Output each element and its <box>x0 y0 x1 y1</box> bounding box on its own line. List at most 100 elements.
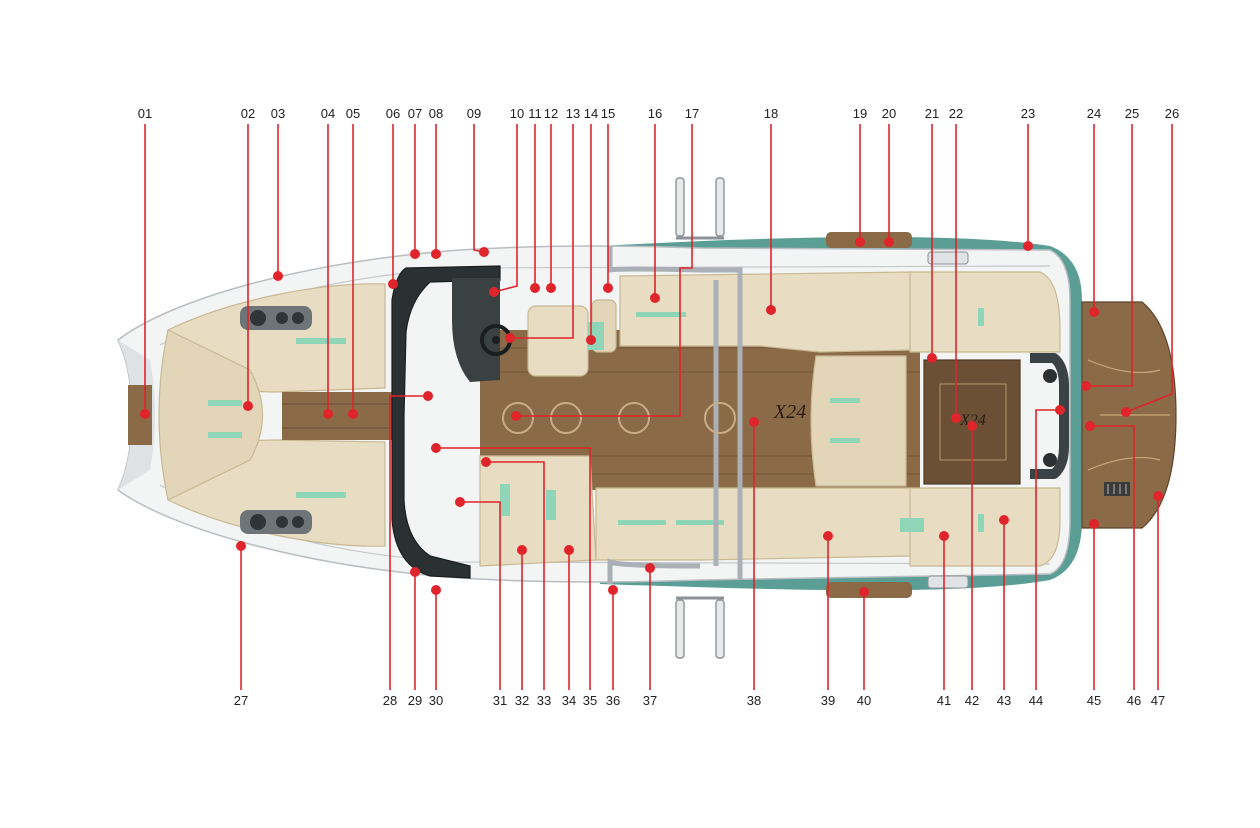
top-label-11: 11 <box>528 106 542 121</box>
top-label-25: 25 <box>1125 106 1139 121</box>
bottom-label-44: 44 <box>1029 693 1043 708</box>
bottom-marker-37 <box>645 563 655 573</box>
top-label-01: 01 <box>138 106 152 121</box>
top-marker-07 <box>410 249 420 259</box>
bottom-marker-34 <box>564 545 574 555</box>
bottom-label-32: 32 <box>515 693 529 708</box>
top-label-07: 07 <box>408 106 422 121</box>
top-marker-12 <box>546 283 556 293</box>
top-label-22: 22 <box>949 106 963 121</box>
top-marker-19 <box>855 237 865 247</box>
bottom-marker-38 <box>749 417 759 427</box>
bottom-label-29: 29 <box>408 693 422 708</box>
center-lounge-mint-2 <box>618 520 666 525</box>
bottom-marker-45 <box>1089 519 1099 529</box>
top-label-21: 21 <box>925 106 939 121</box>
top-label-06: 06 <box>386 106 400 121</box>
top-leader-09 <box>474 124 484 252</box>
top-label-12: 12 <box>544 106 558 121</box>
top-marker-24 <box>1089 307 1099 317</box>
aft-mint-4 <box>978 514 984 532</box>
bottom-label-42: 42 <box>965 693 979 708</box>
bottom-marker-39 <box>823 531 833 541</box>
top-label-16: 16 <box>648 106 662 121</box>
top-label-15: 15 <box>601 106 615 121</box>
top-label-24: 24 <box>1087 106 1101 121</box>
bottom-marker-42 <box>967 421 977 431</box>
top-label-08: 08 <box>429 106 443 121</box>
bottom-marker-40 <box>859 587 869 597</box>
bottom-marker-36 <box>608 585 618 595</box>
top-label-20: 20 <box>882 106 896 121</box>
bottom-label-34: 34 <box>562 693 576 708</box>
top-label-03: 03 <box>271 106 285 121</box>
bottom-label-28: 28 <box>383 693 397 708</box>
bottom-marker-43 <box>999 515 1009 525</box>
top-marker-20 <box>884 237 894 247</box>
bottom-marker-46 <box>1085 421 1095 431</box>
top-label-10: 10 <box>510 106 524 121</box>
bottom-label-27: 27 <box>234 693 248 708</box>
top-label-09: 09 <box>467 106 481 121</box>
aft-mint-1 <box>830 398 860 403</box>
bottom-label-33: 33 <box>537 693 551 708</box>
aft-mint-2 <box>830 438 860 443</box>
top-marker-06 <box>388 279 398 289</box>
aft-bench-lower <box>910 488 1060 566</box>
bottom-label-43: 43 <box>997 693 1011 708</box>
center-lounge-mint-1 <box>636 312 686 317</box>
top-label-17: 17 <box>685 106 699 121</box>
bottom-marker-31 <box>455 497 465 507</box>
bow-mint-stripe-2 <box>296 492 346 498</box>
top-marker-10 <box>489 287 499 297</box>
top-marker-22 <box>951 413 961 423</box>
bottom-label-45: 45 <box>1087 693 1101 708</box>
top-label-19: 19 <box>853 106 867 121</box>
bottom-label-36: 36 <box>606 693 620 708</box>
top-marker-01 <box>140 409 150 419</box>
bottom-label-37: 37 <box>643 693 657 708</box>
gunwale-pad-port <box>826 582 912 598</box>
bottom-marker-28 <box>423 391 433 401</box>
bottom-label-39: 39 <box>821 693 835 708</box>
bottom-label-30: 30 <box>429 693 443 708</box>
top-marker-26 <box>1121 407 1131 417</box>
top-marker-03 <box>273 271 283 281</box>
top-marker-14 <box>586 335 596 345</box>
bottom-label-31: 31 <box>493 693 507 708</box>
bow-walkway-floor <box>282 392 400 440</box>
aft-mint-5 <box>900 518 924 532</box>
top-marker-02 <box>243 401 253 411</box>
top-label-02: 02 <box>241 106 255 121</box>
top-marker-09 <box>479 247 489 257</box>
cockpit-badge-text: X24 <box>773 401 806 423</box>
bottom-marker-29 <box>410 567 420 577</box>
top-marker-23 <box>1023 241 1033 251</box>
top-label-14: 14 <box>584 106 598 121</box>
bow-speakers-upper <box>240 306 312 330</box>
bottom-marker-32 <box>517 545 527 555</box>
bottom-marker-33 <box>481 457 491 467</box>
aft-mint-3 <box>978 308 984 326</box>
bottom-marker-47 <box>1153 491 1163 501</box>
bottom-marker-35 <box>431 443 441 453</box>
aft-lounge-backrest <box>811 356 906 486</box>
bottom-label-38: 38 <box>747 693 761 708</box>
bottom-label-41: 41 <box>937 693 951 708</box>
top-marker-11 <box>530 283 540 293</box>
top-label-26: 26 <box>1165 106 1179 121</box>
top-marker-15 <box>603 283 613 293</box>
top-marker-13 <box>505 333 515 343</box>
vent-starboard <box>928 252 968 264</box>
top-marker-05 <box>348 409 358 419</box>
top-marker-21 <box>927 353 937 363</box>
top-label-23: 23 <box>1021 106 1035 121</box>
top-label-05: 05 <box>346 106 360 121</box>
top-marker-16 <box>650 293 660 303</box>
top-marker-18 <box>766 305 776 315</box>
gunwale-pad-starboard <box>826 232 912 248</box>
bottom-marker-44 <box>1055 405 1065 415</box>
bottom-marker-27 <box>236 541 246 551</box>
bow-mint-stripe-4 <box>208 432 242 438</box>
